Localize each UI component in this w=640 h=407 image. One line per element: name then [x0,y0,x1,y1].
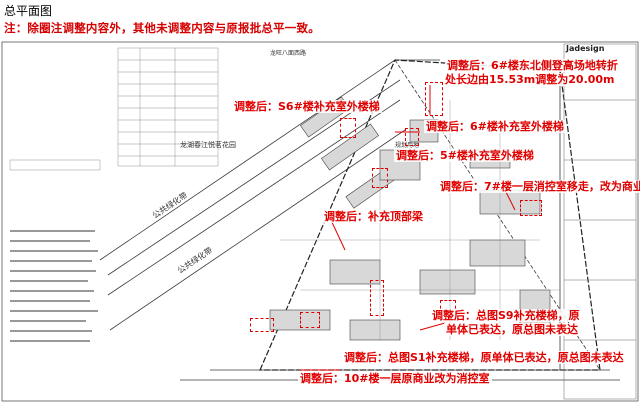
annotation-s1: 调整后：总图S1补充楼梯，原单体已表达，原总图未表达 [342,351,626,364]
marker-7 [520,200,542,216]
annotation-beam: 调整后：补充顶部梁 [322,210,425,223]
annotation-5-stair: 调整后：5#楼补充室外楼梯 [394,149,536,162]
label-road-north: 龙旺八面西路 [270,50,307,57]
marker-5 [372,168,388,188]
annotation-7-control: 调整后：7#楼一层消控室移走，改为商业 [438,180,640,193]
marker-6-ne [425,82,443,116]
jadesign-logo: Jadesign [566,44,605,53]
annotation-s9-2: 单体已表达，原总图未表达 [444,323,580,336]
site-plan-svg [1,41,639,402]
site-plan-drawing [0,40,640,403]
annotation-6-ne-2: 处长边由15.53m调整为20.00m [443,73,617,86]
page-title: 总平面图 [4,4,53,18]
marker-6-stair [405,128,419,146]
annotation-10: 调整后：10#楼一层原商业改为消控室 [298,372,492,385]
marker-s6 [340,118,356,138]
annotation-6-stair: 调整后：6#楼补充室外楼梯 [424,120,566,133]
marker-beam [370,280,384,316]
annotation-s6: 调整后：S6#楼补充室外楼梯 [232,100,382,113]
legend-table [9,47,219,171]
page-note: 注：除圈注调整内容外，其他未调整内容与原报批总平一致。 [4,21,320,35]
annotation-s9-1: 调整后：总图S9补充楼梯，原 [430,309,582,322]
annotation-6-ne-1: 调整后：6#楼东北侧登高场地转折 [445,59,620,72]
label-park: 龙湖春江悦茗花园 [180,141,236,149]
marker-10 [250,318,274,332]
page-header: 总平面图 注：除圈注调整内容外，其他未调整内容与原报批总平一致。 [0,0,640,40]
marker-s1 [300,312,320,328]
